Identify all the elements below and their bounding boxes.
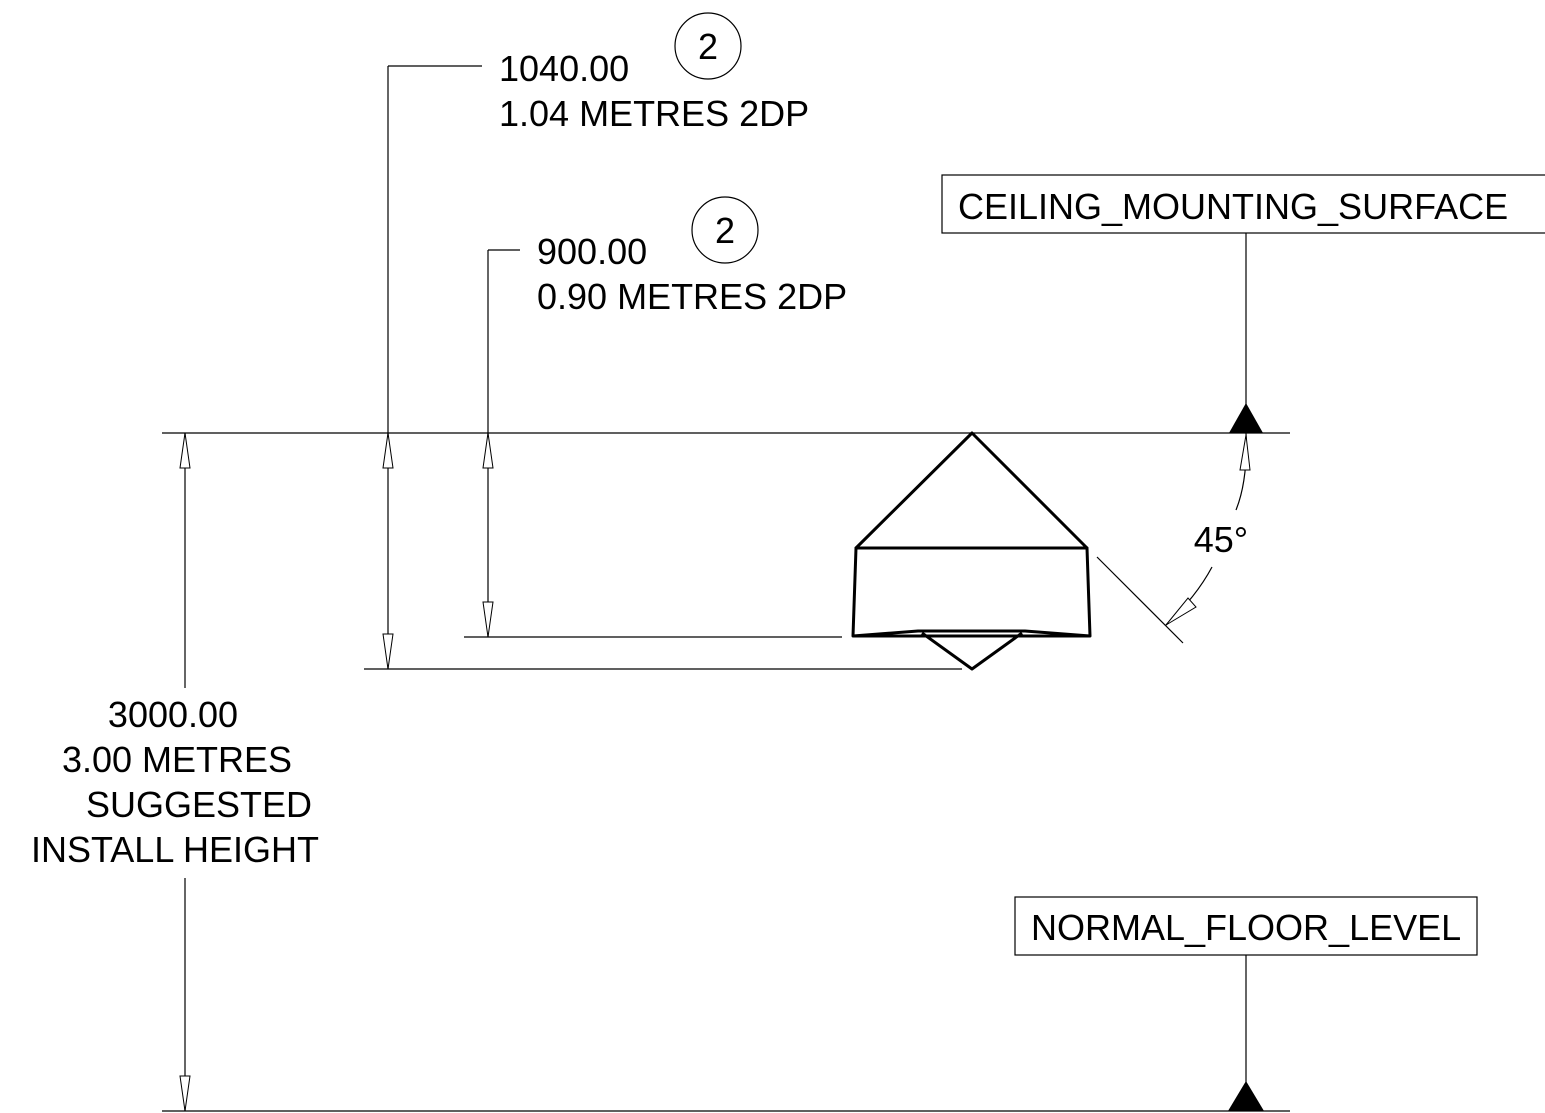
dim-900-arrow-top-icon (482, 432, 494, 469)
dim-900-tag: 2 (715, 210, 735, 251)
ceiling-label-box (941, 174, 1545, 234)
overall-note-line2: INSTALL HEIGHT (31, 829, 319, 870)
dim-1040-tag-circle (674, 12, 742, 80)
dim-1040-metres: 1.04 METRES 2DP (499, 93, 809, 134)
angle-value: 45° (1194, 519, 1248, 560)
ceiling-level-marker: CEILING_MOUNTING_SURFACE (941, 174, 1545, 433)
dim-900-value: 900.00 (537, 231, 647, 272)
angle-reference-line (1096, 556, 1184, 644)
angle-arrow-top-icon (1239, 434, 1251, 471)
angle-arrow-bottom-icon (1165, 597, 1197, 626)
dimension-overall: 3000.00 3.00 METRES SUGGESTED INSTALL HE… (31, 432, 319, 1112)
dim-900-tag-circle (691, 196, 759, 264)
floor-level-marker: NORMAL_FLOOR_LEVEL (1014, 896, 1478, 1111)
ceiling-device (851, 431, 1092, 671)
ceiling-label: CEILING_MOUNTING_SURFACE (958, 186, 1508, 227)
ceiling-level-triangle-icon (1229, 403, 1263, 433)
device-top-cone (854, 431, 1089, 550)
overall-arrow-top-icon (179, 432, 191, 469)
overall-metres: 3.00 METRES (62, 739, 292, 780)
overall-value: 3000.00 (108, 694, 238, 735)
dim-1040-tag: 2 (698, 26, 718, 67)
overall-arrow-bottom-icon (179, 1075, 191, 1112)
dimension-1040: 1040.00 1.04 METRES 2DP 2 (364, 12, 962, 670)
dimension-900: 900.00 0.90 METRES 2DP 2 (464, 196, 847, 638)
device-base-rim (852, 629, 1091, 638)
dim-900-metres: 0.90 METRES 2DP (537, 276, 847, 317)
floor-level-triangle-icon (1228, 1081, 1264, 1111)
overall-note-line1: SUGGESTED (86, 784, 312, 825)
floor-label: NORMAL_FLOOR_LEVEL (1031, 907, 1461, 948)
angle-annotation: 45° (1096, 432, 1251, 644)
dim-1040-value: 1040.00 (499, 48, 629, 89)
dim-900-arrow-bottom-icon (482, 601, 494, 638)
dim-1040-arrow-top-icon (382, 432, 394, 469)
device-body (851, 546, 1092, 638)
dim-1040-arrow-bottom-icon (382, 633, 394, 670)
device-bottom-cone (921, 631, 1023, 671)
